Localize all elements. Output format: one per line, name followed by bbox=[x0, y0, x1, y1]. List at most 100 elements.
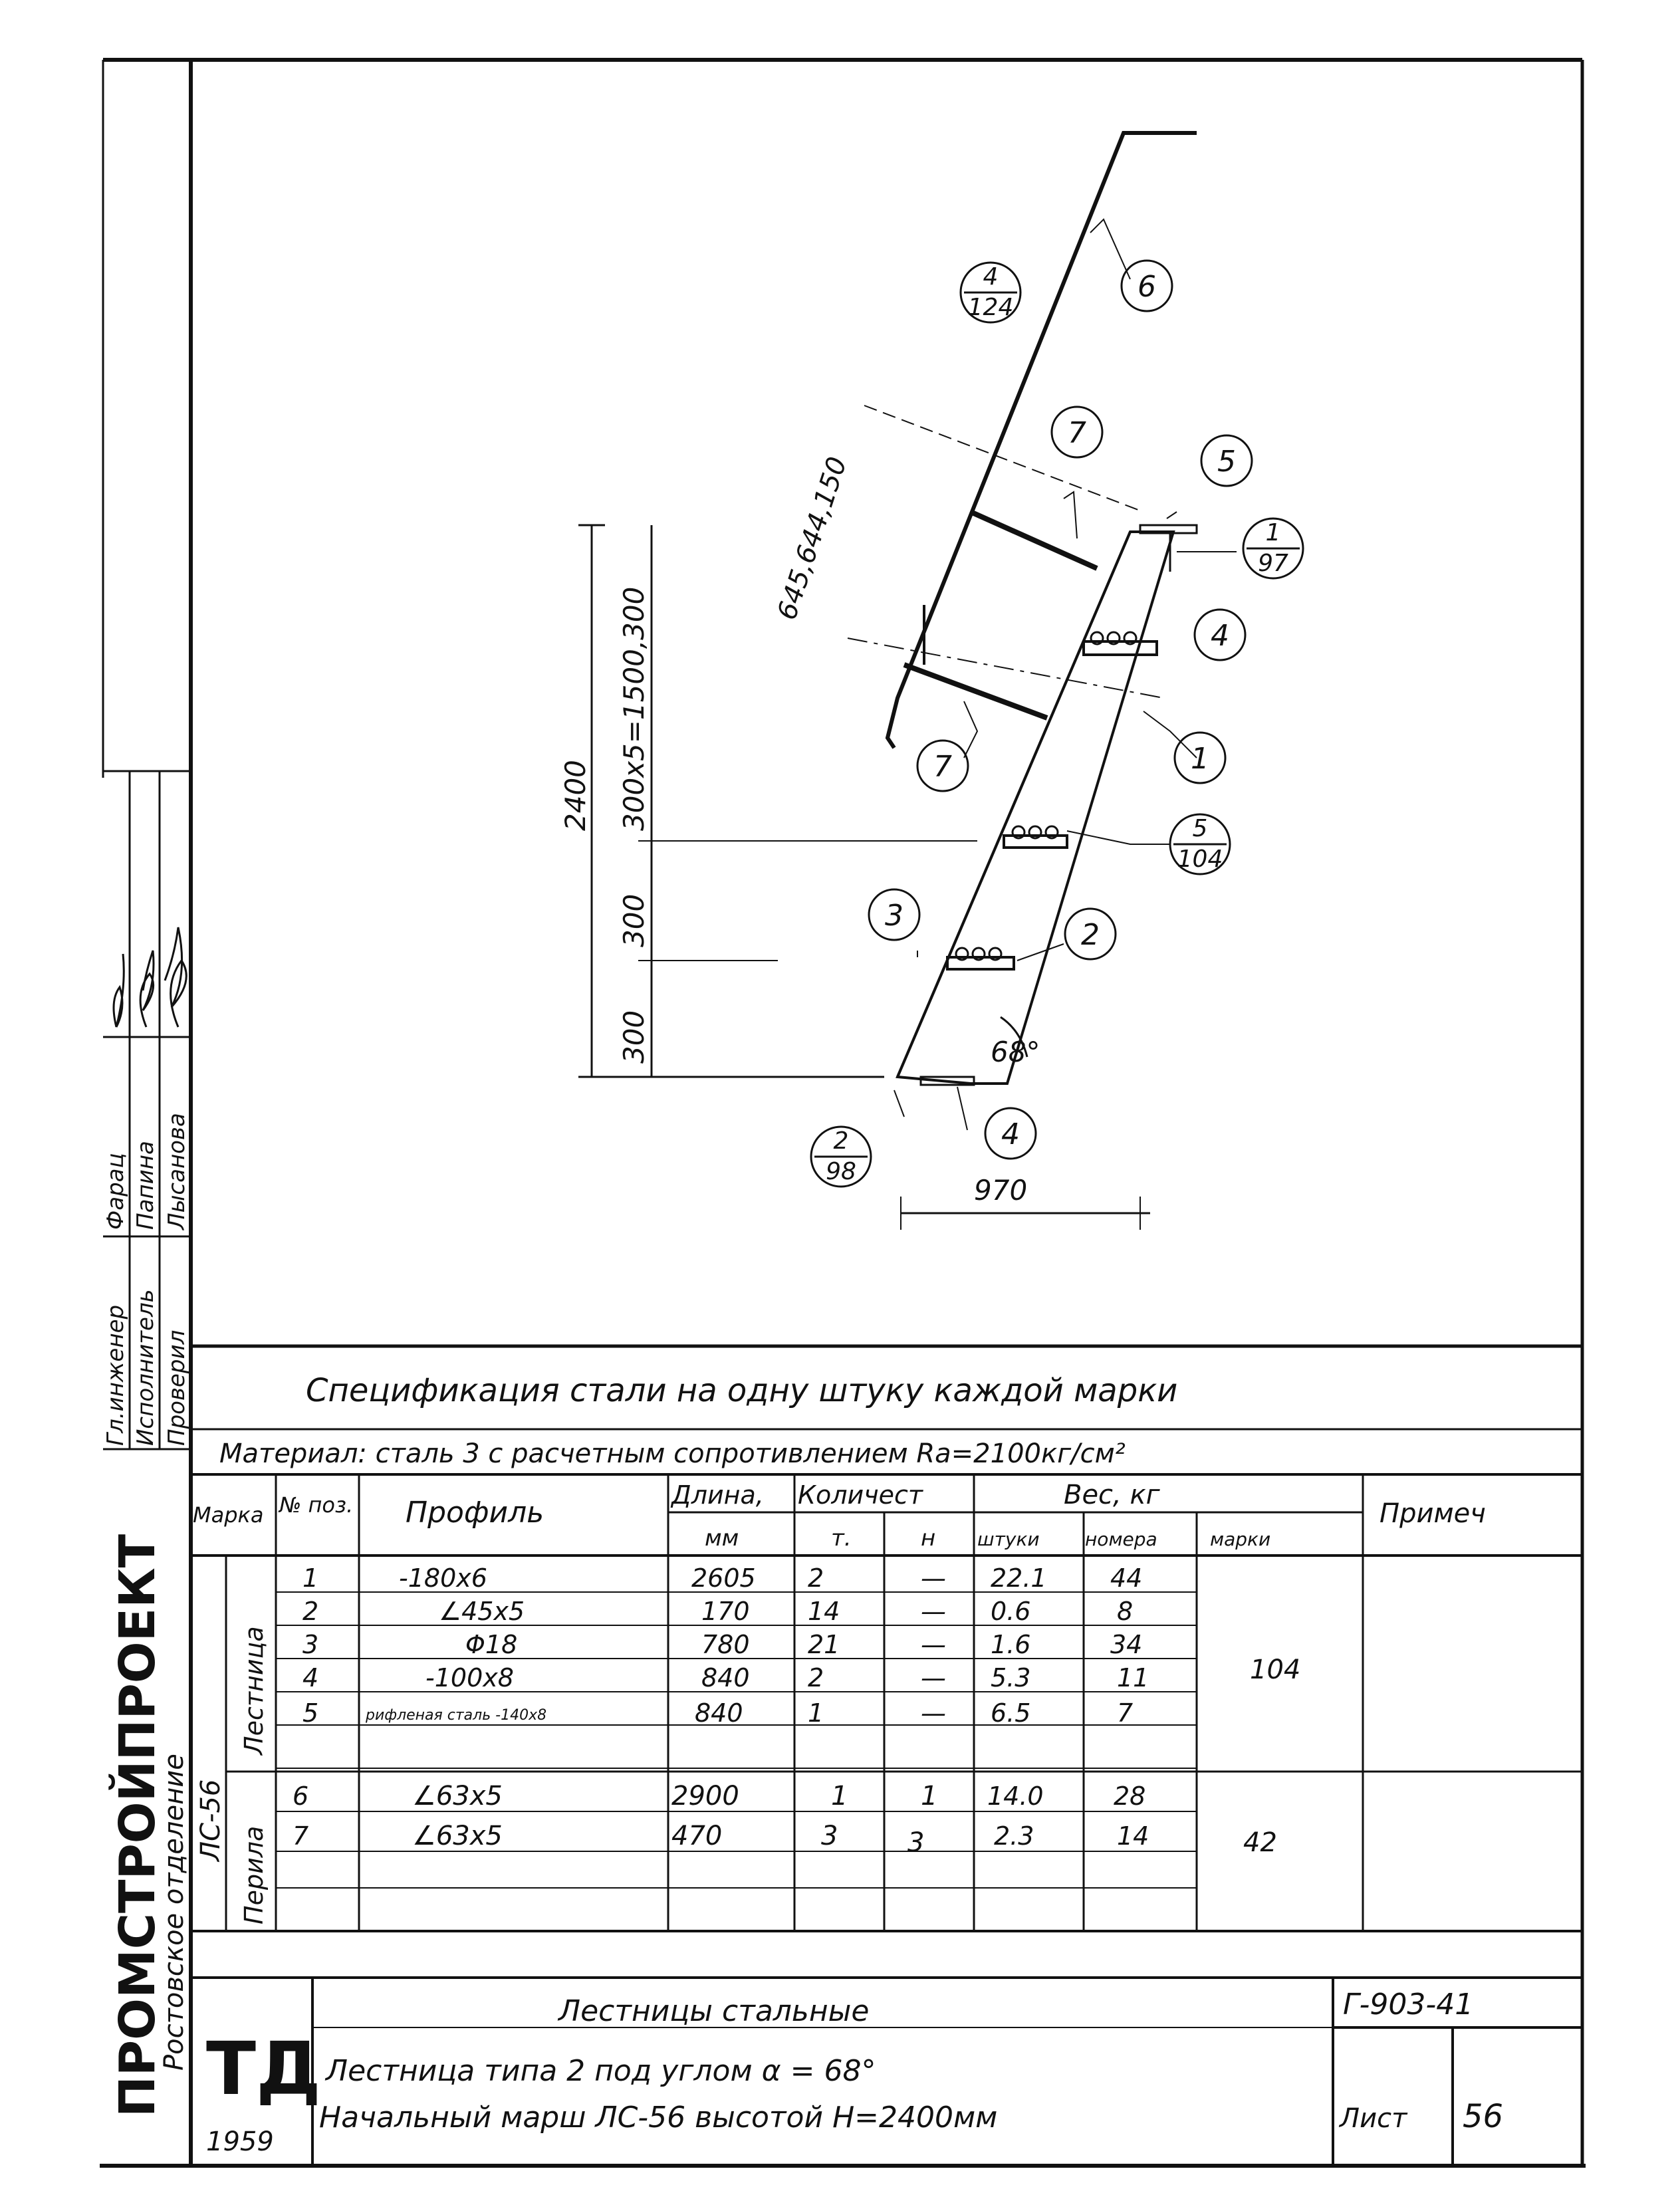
svg-text:—: — bbox=[921, 1597, 946, 1626]
dim-300: 300 bbox=[618, 894, 650, 947]
logo-td: ТД bbox=[206, 2026, 321, 2111]
side-stamp: Гл.инженер Исполнитель Проверил Фарац Па… bbox=[102, 770, 191, 2117]
svg-text:2: 2 bbox=[808, 1663, 824, 1692]
svg-text:7: 7 bbox=[933, 750, 952, 784]
svg-text:11: 11 bbox=[1117, 1663, 1149, 1692]
svg-text:Φ18: Φ18 bbox=[465, 1630, 517, 1659]
hdr-profile: Профиль bbox=[406, 1496, 544, 1530]
callout-1: 1 bbox=[1173, 731, 1227, 784]
table-row: 1 -180x6 2605 2 — 22.1 44 bbox=[302, 1563, 1142, 1593]
hdr-mark: Марка bbox=[193, 1502, 263, 1528]
svg-text:8: 8 bbox=[1117, 1597, 1133, 1626]
svg-text:1: 1 bbox=[831, 1781, 848, 1811]
svg-text:5: 5 bbox=[1217, 445, 1236, 479]
svg-text:2: 2 bbox=[808, 1563, 824, 1593]
svg-text:170: 170 bbox=[701, 1597, 750, 1626]
table-row: 5 рифленая сталь -140x8 840 1 — 6.5 7 bbox=[302, 1698, 1133, 1728]
svg-text:4: 4 bbox=[1001, 1117, 1020, 1151]
svg-text:1: 1 bbox=[921, 1781, 937, 1811]
sheet-frame bbox=[100, 58, 1586, 2168]
mark-weight-ladder: 104 bbox=[1250, 1655, 1300, 1685]
name-chief-engineer: Фарац bbox=[102, 1153, 129, 1230]
svg-text:4: 4 bbox=[302, 1663, 318, 1692]
svg-text:5: 5 bbox=[1193, 815, 1208, 842]
sheet-number: 56 bbox=[1463, 2098, 1503, 2135]
svg-text:7: 7 bbox=[1068, 416, 1086, 450]
signatures bbox=[112, 927, 187, 1028]
svg-text:1: 1 bbox=[1191, 742, 1209, 776]
svg-text:14: 14 bbox=[1117, 1821, 1149, 1851]
top-plate bbox=[1139, 524, 1198, 534]
svg-text:4: 4 bbox=[1211, 619, 1229, 653]
hdr-weight-mark: марки bbox=[1210, 1528, 1270, 1550]
svg-text:5.3: 5.3 bbox=[991, 1663, 1030, 1692]
table-row: 4 -100x8 840 2 — 5.3 11 bbox=[302, 1663, 1149, 1692]
svg-text:6.5: 6.5 bbox=[991, 1698, 1030, 1728]
svg-text:6: 6 bbox=[1138, 270, 1156, 304]
role-checker: Проверил bbox=[164, 1330, 190, 1446]
svg-text:∠63x5: ∠63x5 bbox=[412, 1781, 503, 1811]
hdr-pos: № поз. bbox=[278, 1492, 353, 1518]
name-executor: Папина bbox=[132, 1141, 159, 1230]
svg-text:∠45x5: ∠45x5 bbox=[439, 1597, 525, 1626]
spec-table: Спецификация стали на одну штуку каждой … bbox=[191, 1344, 1582, 1979]
table-row: 2 ∠45x5 170 14 — 0.6 8 bbox=[302, 1597, 1133, 1626]
callout-4-bottom: 4 bbox=[984, 1107, 1037, 1160]
svg-text:97: 97 bbox=[1258, 550, 1288, 577]
dim-steps: 300x5=1500,300 bbox=[618, 587, 650, 831]
hdr-weight: Вес, кг bbox=[1064, 1480, 1161, 1510]
svg-text:1: 1 bbox=[1266, 519, 1281, 546]
svg-text:2.3: 2.3 bbox=[994, 1821, 1034, 1851]
svg-text:14: 14 bbox=[808, 1597, 840, 1626]
mark-weight-rail: 42 bbox=[1243, 1827, 1277, 1858]
dim-800: 300 bbox=[618, 1010, 650, 1064]
title-line2: Начальный марш ЛС-56 высотой Н=2400мм bbox=[319, 2101, 997, 2134]
hdr-qty-t: т. bbox=[831, 1525, 852, 1552]
svg-text:2605: 2605 bbox=[691, 1563, 756, 1593]
hdr-length: Длина, bbox=[670, 1480, 764, 1510]
callout-2: 2 bbox=[1064, 907, 1117, 961]
svg-text:—: — bbox=[921, 1663, 946, 1692]
svg-text:-100x8: -100x8 bbox=[425, 1663, 514, 1692]
dim-angle: 68° bbox=[991, 1036, 1040, 1068]
svg-text:—: — bbox=[921, 1698, 946, 1728]
name-checker: Лысанова bbox=[164, 1113, 190, 1231]
svg-text:28: 28 bbox=[1114, 1782, 1145, 1811]
hdr-weight-piece: штуки bbox=[977, 1528, 1040, 1550]
bottom-plate bbox=[919, 1076, 975, 1086]
svg-text:1: 1 bbox=[302, 1563, 318, 1593]
hdr-length-unit: мм bbox=[705, 1525, 739, 1552]
svg-text:3: 3 bbox=[302, 1630, 318, 1659]
svg-text:3: 3 bbox=[821, 1821, 838, 1851]
svg-text:14.0: 14.0 bbox=[987, 1782, 1044, 1811]
hdr-qty: Количест bbox=[798, 1480, 924, 1510]
svg-text:22.1: 22.1 bbox=[991, 1563, 1047, 1593]
callout-3: 3 bbox=[868, 888, 921, 941]
group-ladder-label: Лестница bbox=[239, 1626, 269, 1756]
svg-text:21: 21 bbox=[808, 1630, 840, 1659]
title-main: Лестницы стальные bbox=[557, 1994, 869, 2028]
stringer bbox=[896, 530, 1175, 1085]
dim-slope: 645,644,150 bbox=[772, 453, 853, 624]
callout-6: 6 bbox=[1120, 259, 1173, 312]
svg-text:44: 44 bbox=[1110, 1563, 1142, 1593]
detail-ref-2-98: 2 98 bbox=[810, 1125, 872, 1188]
role-chief-engineer: Гл.инженер bbox=[102, 1305, 129, 1446]
year: 1959 bbox=[206, 2127, 274, 2157]
rail-post-lower bbox=[903, 662, 1048, 721]
svg-text:2: 2 bbox=[834, 1127, 849, 1155]
svg-text:2900: 2900 bbox=[671, 1781, 739, 1811]
svg-text:7: 7 bbox=[293, 1821, 308, 1851]
svg-text:470: 470 bbox=[671, 1821, 722, 1851]
hdr-note: Примеч bbox=[1380, 1498, 1486, 1529]
mark-label: ЛС-56 bbox=[195, 1780, 226, 1863]
callout-7-upper: 7 bbox=[1050, 405, 1104, 459]
svg-text:3: 3 bbox=[885, 899, 903, 933]
title-line1: Лестница типа 2 под углом α = 68° bbox=[324, 2054, 876, 2088]
spec-title: Спецификация стали на одну штуку каждой … bbox=[306, 1372, 1177, 1409]
svg-text:1.6: 1.6 bbox=[991, 1630, 1030, 1659]
hdr-weight-pos: номера bbox=[1085, 1528, 1157, 1550]
group-rail-label: Перила bbox=[239, 1826, 269, 1924]
callout-4-top: 4 bbox=[1193, 608, 1247, 661]
